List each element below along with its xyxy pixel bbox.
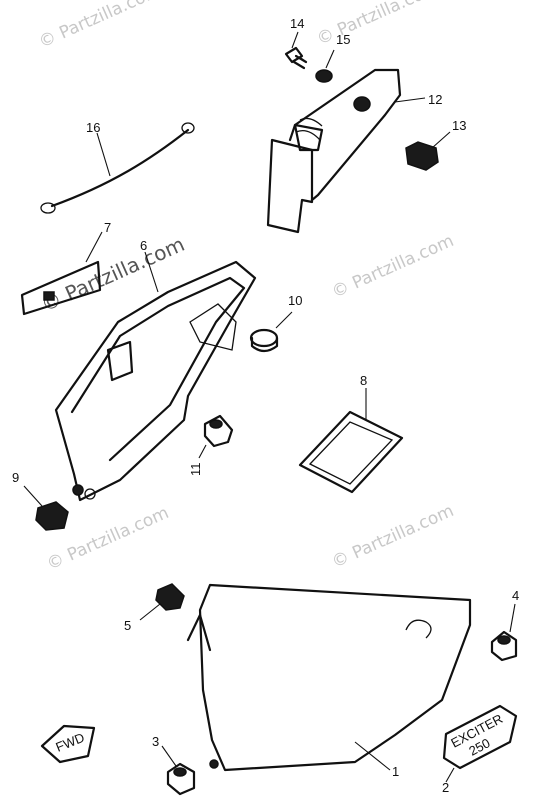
callout-7: 7 (104, 220, 111, 235)
callout-12: 12 (428, 92, 442, 107)
callout-9: 9 (12, 470, 19, 485)
part-12-bracket (266, 68, 402, 234)
part-14-bolt (284, 46, 308, 70)
callout-11: 11 (188, 463, 203, 477)
fwd-text: FWD (54, 730, 87, 755)
part-15-nut (315, 69, 333, 83)
watermark: © Partzilla.com (329, 501, 457, 573)
callout-1: 1 (392, 764, 399, 779)
part-2-emblem: EXCITER 250 (442, 704, 518, 770)
watermark: © Partzilla.com (329, 231, 457, 303)
part-13-grommet (405, 141, 439, 171)
callout-6: 6 (140, 238, 147, 253)
callout-8: 8 (360, 373, 367, 388)
part-9-grommet (35, 501, 69, 531)
part-1-side-cover (186, 583, 472, 772)
part-8-label (298, 410, 404, 494)
callout-4: 4 (512, 588, 519, 603)
part-10-grommet (249, 328, 279, 353)
fwd-arrow-decal: FWD (40, 724, 96, 764)
part-3-grommet (166, 762, 196, 796)
callout-13: 13 (452, 118, 466, 133)
part-11-grommet (203, 414, 234, 448)
callout-15: 15 (336, 32, 350, 47)
part-4-grommet (490, 630, 518, 662)
watermark: © Partzilla.com (314, 0, 442, 50)
watermark-feature: © Partzilla.com (37, 232, 188, 317)
callout-3: 3 (152, 734, 159, 749)
callout-10: 10 (288, 293, 302, 308)
part-16-cable (40, 122, 195, 214)
callout-labels: 1 2 3 4 5 6 7 8 9 10 11 12 13 14 15 16 (12, 16, 519, 795)
callout-5: 5 (124, 618, 131, 633)
part-6-side-cover (54, 260, 257, 502)
part-5-grommet (155, 583, 185, 611)
part-7-strip (20, 260, 102, 316)
callout-14: 14 (290, 16, 304, 31)
callout-16: 16 (86, 120, 100, 135)
watermark: © Partzilla.com (36, 0, 164, 53)
callout-2: 2 (442, 780, 449, 795)
